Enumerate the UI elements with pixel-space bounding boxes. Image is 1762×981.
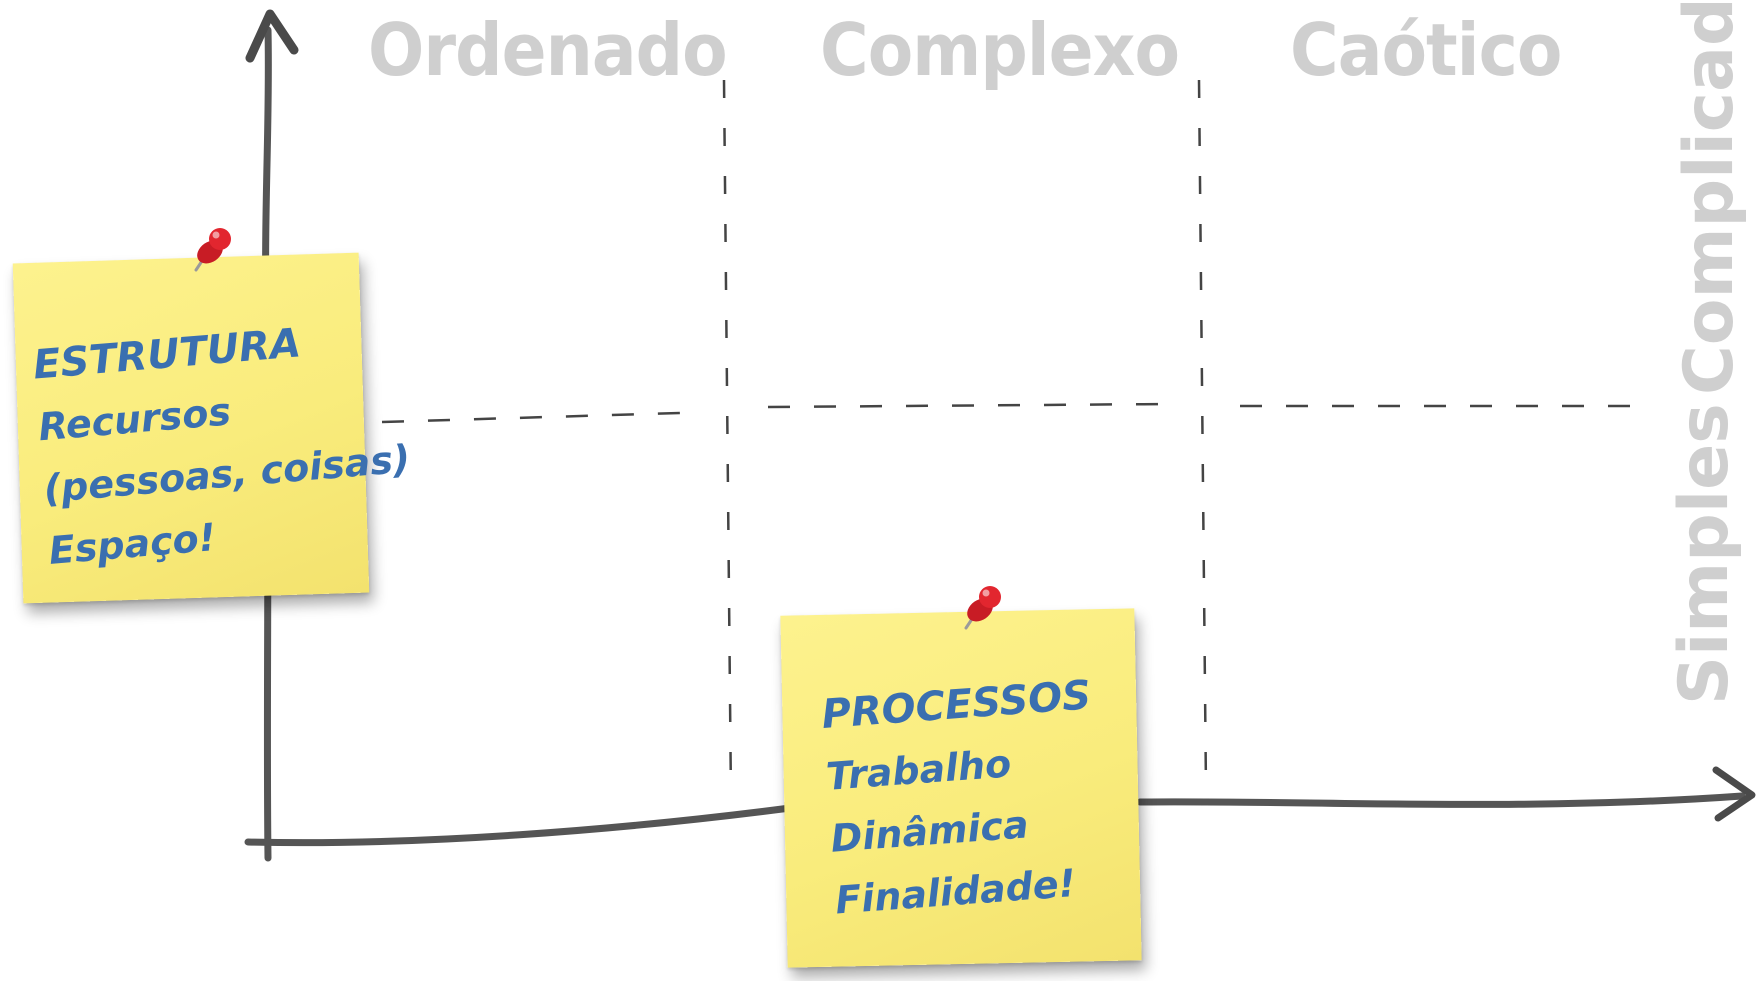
sticky-note-estrutura[interactable]: ESTRUTURA Recursos (pessoas, coisas) Esp… — [12, 252, 412, 604]
divider-vertical-2 — [1197, 79, 1208, 791]
sticky-note-processos[interactable]: PROCESSOS Trabalho Dinâmica Finalidade! — [780, 608, 1142, 968]
arrow-up-icon — [245, 9, 299, 63]
row-label-complicada: Complicada — [1670, 0, 1749, 395]
arrow-right-icon — [1712, 766, 1756, 822]
x-axis — [244, 792, 1746, 847]
column-header-caotico: Caótico — [1290, 8, 1562, 92]
divider-vertical-1 — [722, 79, 733, 801]
pushpin-icon — [964, 586, 1001, 630]
pushpin-icon — [194, 228, 231, 272]
row-label-simples: Simples — [1665, 403, 1744, 705]
divider-horizontal — [381, 402, 1652, 424]
column-header-complexo: Complexo — [820, 8, 1180, 92]
column-header-ordenado: Ordenado — [368, 8, 728, 92]
